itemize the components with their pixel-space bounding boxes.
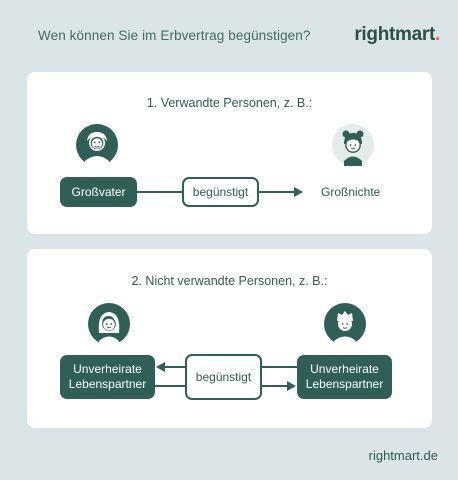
page-title: Wen können Sie im Erbvertrag begünstigen… — [38, 28, 311, 43]
unrelated-persons-heading: 2. Nicht verwandte Personen, z. B.: — [131, 274, 328, 288]
arrow-right-line — [262, 385, 288, 387]
logo-text: rightmart — [354, 24, 436, 45]
grandniece-label: Großnichte — [321, 185, 381, 199]
arrow-left-icon — [156, 362, 165, 372]
man-avatar-icon — [324, 303, 366, 345]
beguenstigt-label: begünstigt — [192, 185, 249, 199]
unrelated-persons-card: 2. Nicht verwandte Personen, z. B.: Unve — [27, 249, 432, 428]
footer-url: rightmart.de — [368, 448, 438, 463]
arrow-line — [259, 191, 295, 193]
rightmart-logo: rightmart. — [354, 24, 440, 46]
arrow-right-icon-2 — [287, 381, 296, 391]
connector-line — [137, 191, 182, 193]
grandfather-avatar-icon — [76, 124, 118, 166]
right-partner-line2: Lebenspartner — [305, 377, 384, 391]
arrow-left-line — [164, 366, 185, 368]
related-persons-heading: 1. Verwandte Personen, z. B.: — [146, 96, 313, 110]
beguenstigt-pill: begünstigt — [182, 177, 259, 207]
arrow-right-icon — [294, 187, 303, 197]
grandfather-label: Großvater — [71, 184, 126, 199]
left-partner-box: Unverheirate Lebenspartner — [60, 355, 155, 399]
left-partner-line1: Unverheirate — [73, 362, 142, 376]
right-partner-box: Unverheirate Lebenspartner — [297, 355, 392, 399]
arrow-right-line-left — [155, 385, 185, 387]
woman-avatar-icon — [88, 303, 130, 345]
logo-dot: . — [435, 24, 440, 45]
arrow-left-line-right — [262, 366, 297, 368]
related-persons-card: 1. Verwandte Personen, z. B.: G — [27, 72, 432, 234]
beguenstigt-label-2: begünstigt — [195, 370, 252, 384]
beguenstigt-pill-2: begünstigt — [185, 354, 262, 400]
girl-avatar-icon — [332, 124, 374, 166]
left-partner-line2: Lebenspartner — [68, 377, 147, 391]
right-partner-line1: Unverheirate — [310, 362, 379, 376]
grandfather-box: Großvater — [60, 177, 137, 207]
